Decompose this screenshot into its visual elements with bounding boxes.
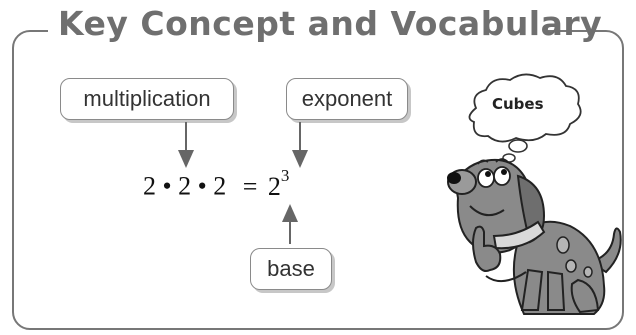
equation-base: 2: [267, 171, 281, 201]
equation: 2 • 2 • 2 = 23: [143, 166, 289, 202]
dog-illustration: [447, 158, 622, 315]
title-backdrop: [48, 6, 546, 50]
thought-bubble: [468, 73, 582, 163]
section-title: Key Concept and Vocabulary: [58, 4, 603, 43]
base-label: base: [250, 248, 332, 290]
exponent-label: exponent: [286, 78, 408, 120]
equation-exponent: 3: [280, 166, 290, 185]
multiplication-label: multiplication: [60, 78, 234, 120]
thought-bubble-text: Cubes: [492, 95, 544, 113]
equation-left: 2 • 2 • 2: [143, 171, 227, 201]
equation-equals: =: [242, 171, 258, 201]
